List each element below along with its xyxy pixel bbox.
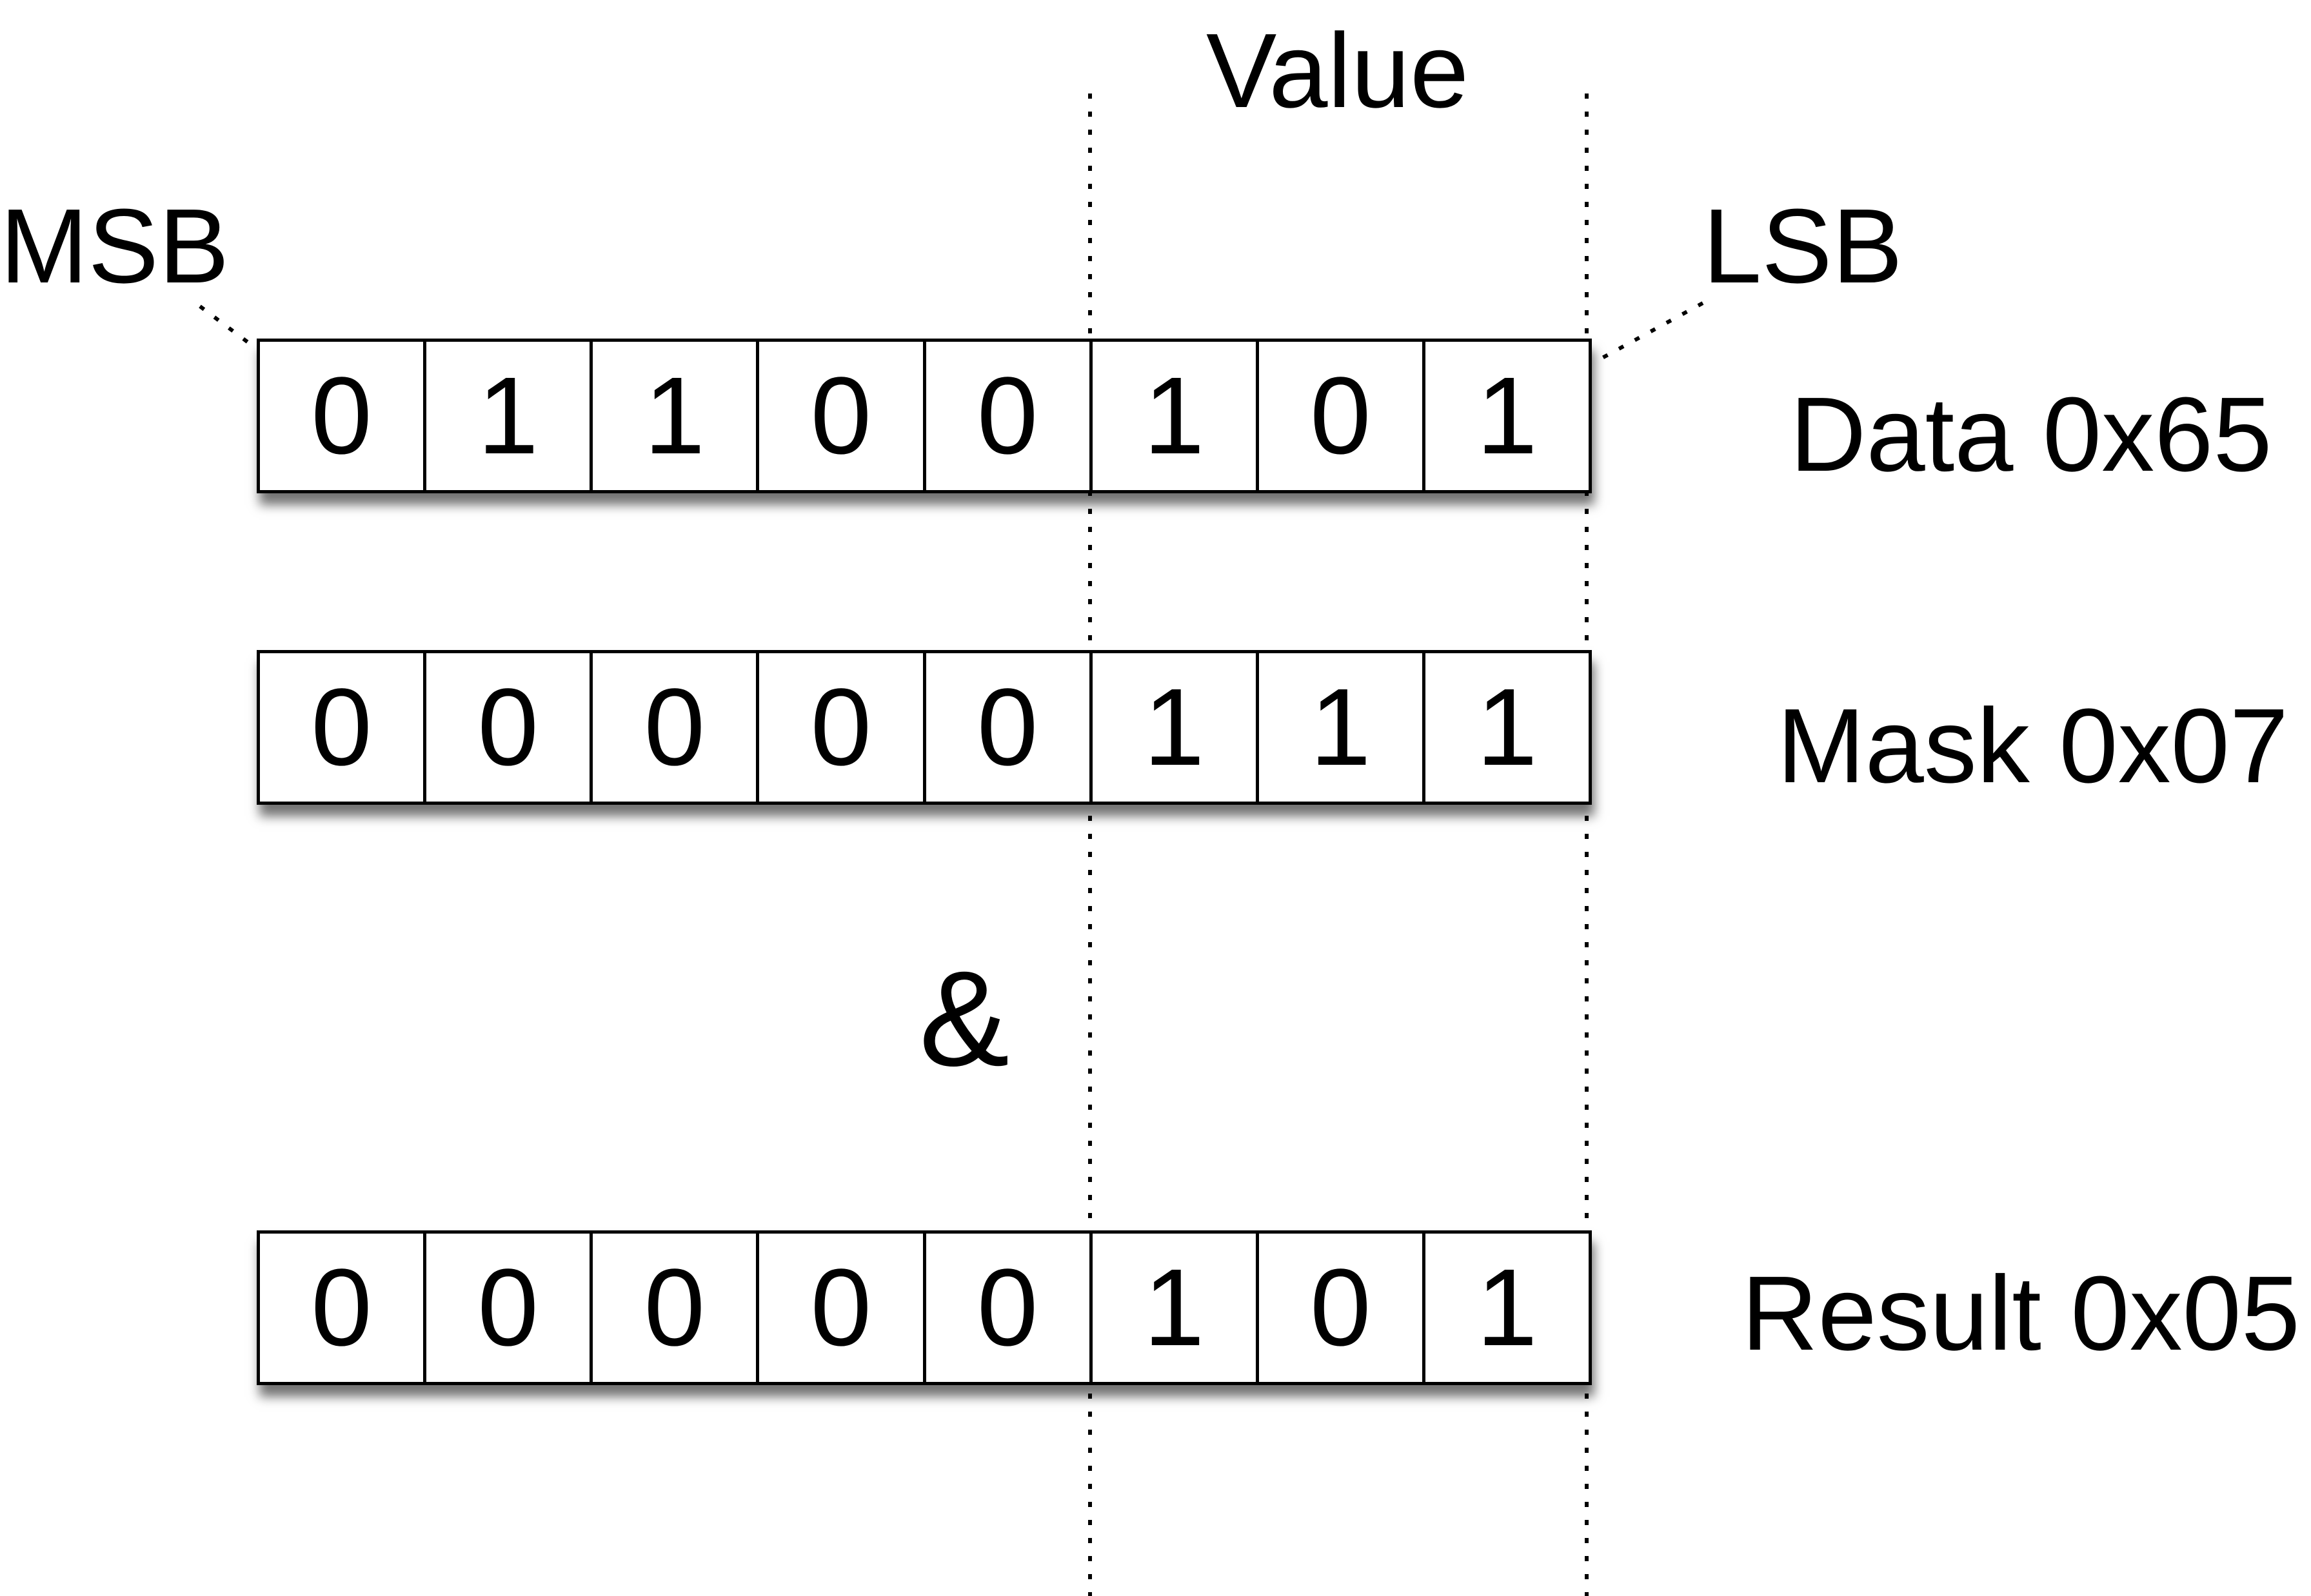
bit-cell: 0	[926, 1234, 1093, 1382]
bit-cell: 0	[593, 1234, 760, 1382]
bit-cell: 0	[260, 653, 427, 802]
bit-cell: 0	[1259, 1234, 1425, 1382]
bit-cell: 1	[1093, 653, 1259, 802]
result-register: 0 0 0 0 0 1 0 1	[257, 1230, 1592, 1385]
msb-pointer-line	[199, 304, 253, 347]
bit-cell: 1	[1476, 355, 1538, 477]
mask-register-label: Mask 0x07	[1777, 687, 2289, 805]
result-register-label: Result 0x05	[1741, 1254, 2301, 1372]
bit-cell: 0	[426, 1234, 593, 1382]
lsb-label: LSB	[1703, 187, 1903, 305]
bit-cell: 0	[759, 1234, 926, 1382]
mask-register: 0 0 0 0 0 1 1 1	[257, 650, 1592, 805]
bit-cell: 1	[1093, 342, 1259, 490]
data-register: 0 1 1 0 0 1 0 1	[257, 339, 1592, 493]
bit-cell: 0	[426, 653, 593, 802]
bit-cell: 0	[759, 342, 926, 490]
bit-cell: 1	[426, 342, 593, 490]
bit-cell: 0	[260, 1234, 427, 1382]
msb-label: MSB	[0, 187, 230, 305]
lsb-pointer-line	[1595, 301, 1704, 363]
value-label: Value	[1206, 12, 1469, 130]
bit-cell: 1	[1476, 1246, 1538, 1369]
bit-cell: 0	[1259, 342, 1425, 490]
bit-cell: 0	[926, 342, 1093, 490]
bit-cell: 0	[593, 653, 760, 802]
bit-cell: 0	[260, 342, 427, 490]
bit-cell: 1	[593, 342, 760, 490]
data-register-label: Data 0x65	[1790, 375, 2272, 493]
bit-cell: 1	[1476, 666, 1538, 789]
and-operator: &	[919, 943, 1010, 1094]
bit-cell: 0	[926, 653, 1093, 802]
bit-cell: 1	[1259, 653, 1425, 802]
bit-cell: 0	[759, 653, 926, 802]
bit-cell: 1	[1093, 1234, 1259, 1382]
